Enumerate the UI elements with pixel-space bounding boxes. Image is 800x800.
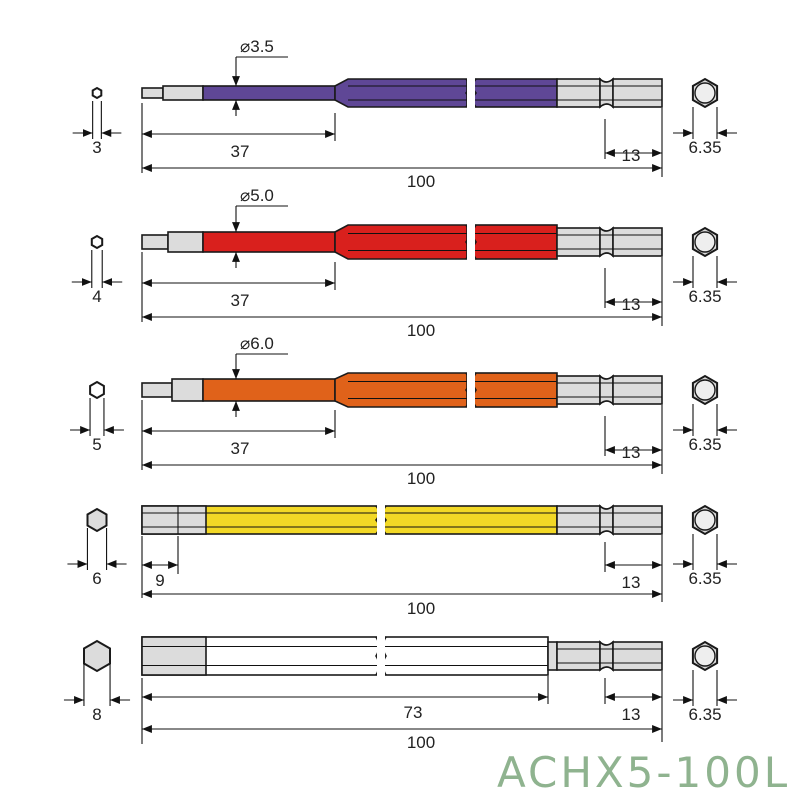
tip-size-label: 6 xyxy=(92,569,101,588)
drive-hex-circle xyxy=(694,379,716,401)
tip-length-label: 37 xyxy=(231,291,250,310)
shank-groove xyxy=(599,640,614,672)
shank-groove xyxy=(599,226,614,258)
hex-size-label: 6.35 xyxy=(688,435,721,454)
shank-groove xyxy=(599,374,614,406)
hex-size-label: 6.35 xyxy=(688,138,721,157)
hex-shank-end xyxy=(612,375,663,405)
colored-body xyxy=(334,372,468,408)
shank-diameter-label: ⌀6.0 xyxy=(240,334,274,353)
tip-hex-icon xyxy=(83,639,111,673)
tip-length-label: 37 xyxy=(231,439,250,458)
colored-shank xyxy=(202,85,336,101)
bit-row-4: 6 6.35 9 13 100 xyxy=(67,504,737,618)
tip-hex-icon xyxy=(89,380,105,400)
bit-row-1: 3 6.35 ⌀3.5 37 13 100 xyxy=(72,37,737,191)
hex-length-label: 13 xyxy=(622,443,641,462)
hex-length-label: 13 xyxy=(622,295,641,314)
break-gap xyxy=(467,77,475,109)
break-gap xyxy=(377,635,385,677)
hex-shank xyxy=(556,641,601,671)
break-gap xyxy=(377,504,385,536)
bit-body xyxy=(382,505,558,535)
hex-shank-end xyxy=(612,78,663,108)
bit-tip xyxy=(141,234,169,250)
break-gap xyxy=(467,223,475,261)
break-gap xyxy=(467,371,475,409)
colored-body xyxy=(472,372,558,408)
bit-tip-zone xyxy=(141,636,207,676)
hex-length-label: 13 xyxy=(622,573,641,592)
overall-length-label: 100 xyxy=(407,172,435,191)
bit-row-5: 8 6.35 73 13 100 xyxy=(63,635,737,752)
colored-shank xyxy=(202,378,336,402)
overall-length-label: 100 xyxy=(407,733,435,752)
drive-hex-circle xyxy=(694,231,716,253)
hex-length-label: 13 xyxy=(622,146,641,165)
bit-tip xyxy=(141,87,164,99)
tip-size-label: 3 xyxy=(92,138,101,157)
overall-length-label: 100 xyxy=(407,599,435,618)
tip-size-label: 5 xyxy=(92,435,101,454)
tip-hex-icon xyxy=(91,86,103,100)
bit-tip xyxy=(141,382,173,398)
drive-hex-circle xyxy=(694,645,716,667)
hex-shank-end xyxy=(612,505,663,535)
drive-hex-circle xyxy=(694,509,716,531)
colored-body xyxy=(472,224,558,260)
hex-size-label: 6.35 xyxy=(688,705,721,724)
tip-length-label: 9 xyxy=(155,571,164,590)
bit-neck xyxy=(162,85,204,101)
bit-body xyxy=(382,636,549,676)
bit-neck xyxy=(167,231,204,253)
colored-body xyxy=(472,78,558,108)
tip-hex-icon xyxy=(90,234,104,250)
bit-neck xyxy=(171,378,204,402)
bit-row-2: 4 6.35 ⌀5.0 37 13 100 xyxy=(71,186,737,340)
colored-body xyxy=(334,78,468,108)
hex-size-label: 6.35 xyxy=(688,287,721,306)
tip-size-label: 4 xyxy=(92,287,101,306)
colored-shank xyxy=(202,231,336,253)
hex-shank xyxy=(556,78,601,108)
hex-shank xyxy=(556,227,601,257)
shank-step xyxy=(547,641,558,671)
drive-hex-circle xyxy=(694,82,716,104)
body-length-label: 73 xyxy=(404,703,423,722)
hex-length-label: 13 xyxy=(622,705,641,724)
hex-size-label: 6.35 xyxy=(688,569,721,588)
bit-row-3: 5 6.35 ⌀6.0 37 13 100 xyxy=(70,334,737,488)
overall-length-label: 100 xyxy=(407,321,435,340)
hex-shank-end xyxy=(612,227,663,257)
shank-groove xyxy=(599,77,614,109)
colored-body xyxy=(334,224,468,260)
hex-shank xyxy=(556,375,601,405)
shank-groove xyxy=(599,504,614,536)
shank-diameter-label: ⌀5.0 xyxy=(240,186,274,205)
hex-shank-end xyxy=(612,641,663,671)
bit-tip-zone xyxy=(141,505,207,535)
tip-hex-icon xyxy=(86,507,108,533)
overall-length-label: 100 xyxy=(407,469,435,488)
hex-shank xyxy=(556,505,601,535)
tip-size-label: 8 xyxy=(92,705,101,724)
shank-diameter-label: ⌀3.5 xyxy=(240,37,274,56)
model-number: ACHX5-100L xyxy=(497,748,791,797)
tip-length-label: 37 xyxy=(231,142,250,161)
